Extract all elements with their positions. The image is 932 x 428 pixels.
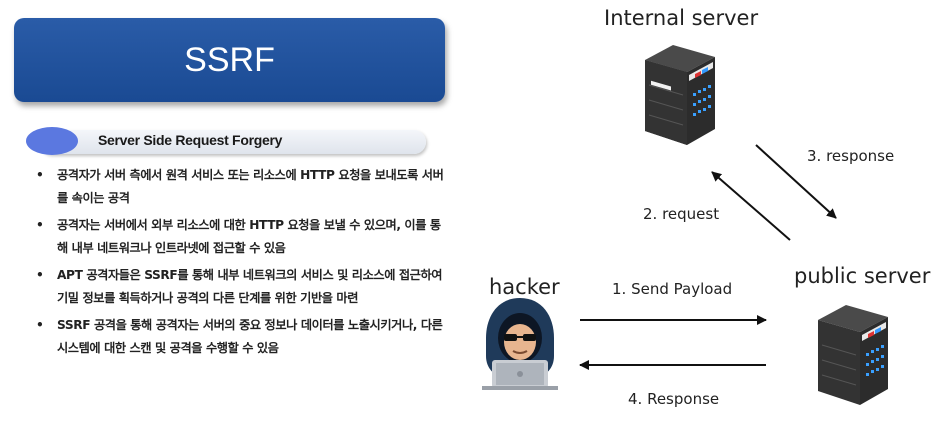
subtitle-bar xyxy=(40,130,426,154)
internal-response-label: 3. response xyxy=(807,147,895,165)
description-list: 공격자가 서버 측에서 원격 서비스 또는 리소스에 HTTP 요청을 보내도록… xyxy=(36,164,446,364)
page-title: SSRF xyxy=(184,40,275,79)
internal-response-arrow xyxy=(755,144,837,219)
bullet-item: APT 공격자들은 SSRF를 통해 내부 네트워크의 서비스 및 리소스에 접… xyxy=(36,264,446,310)
subtitle: Server Side Request Forgery xyxy=(98,132,283,148)
bullet-item: SSRF 공격을 통해 공격자는 서버의 중요 정보나 데이터를 노출시키거나,… xyxy=(36,314,446,360)
hacker-label: hacker xyxy=(489,275,560,299)
response-label: 4. Response xyxy=(628,390,720,408)
bullet-item: 공격자가 서버 측에서 원격 서비스 또는 리소스에 HTTP 요청을 보내도록… xyxy=(36,164,446,210)
title-banner: SSRF xyxy=(14,18,445,102)
internal-server-icon xyxy=(645,45,715,145)
bullet-item: 공격자는 서버에서 외부 리소스에 대한 HTTP 요청을 보낼 수 있으며, … xyxy=(36,214,446,260)
request-label: 2. request xyxy=(643,205,720,223)
subtitle-marker xyxy=(26,127,78,155)
hacker-icon xyxy=(482,298,558,390)
internal-server-label: Internal server xyxy=(604,6,759,30)
send-payload-label: 1. Send Payload xyxy=(612,280,733,298)
request-arrow xyxy=(711,171,791,241)
public-server-label: public server xyxy=(794,264,931,288)
public-server-icon xyxy=(818,305,888,405)
